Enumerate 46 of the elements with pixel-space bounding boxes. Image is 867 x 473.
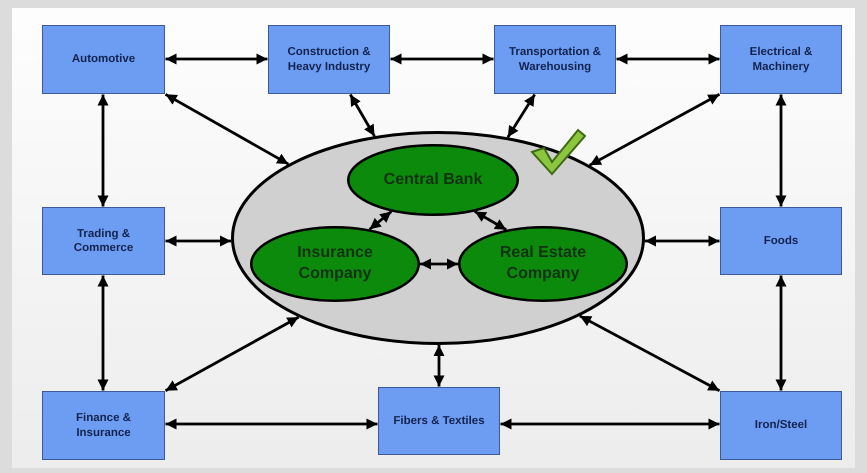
node-label: Insurance Company (296, 243, 374, 284)
node-label: Real Estate Company (498, 243, 588, 284)
node-label: Central Bank (384, 170, 482, 190)
double-arrow (390, 53, 494, 65)
double-arrow (164, 316, 300, 392)
sector-box (720, 391, 842, 460)
sector-box (378, 387, 500, 455)
node-label: Electrical & Machinery (748, 45, 814, 74)
double-arrow (349, 94, 376, 137)
node-label: Foods (764, 234, 798, 248)
double-arrow (433, 345, 445, 386)
double-arrow (589, 93, 720, 166)
node-label: Transportation & Warehousing (508, 45, 602, 74)
double-arrow (97, 276, 109, 390)
double-arrow (166, 53, 268, 65)
node-label: Fibers & Textiles (393, 414, 485, 428)
sector-box (42, 25, 165, 94)
sector-box (720, 25, 842, 94)
node-label: Automotive (72, 52, 136, 67)
sector-box (494, 25, 616, 94)
double-arrow (500, 418, 720, 430)
ellipse-node (250, 226, 420, 302)
ellipse-node (458, 226, 628, 302)
double-arrow (474, 210, 507, 231)
double-arrow (164, 93, 290, 166)
double-arrow (775, 94, 787, 206)
double-arrow (644, 235, 720, 247)
double-arrow (166, 418, 378, 430)
sector-box (42, 207, 165, 275)
double-arrow (579, 314, 720, 392)
node-label: Finance & Insurance (75, 411, 132, 440)
sector-box (268, 25, 390, 94)
sector-box (720, 207, 842, 275)
double-arrow (616, 53, 720, 65)
double-arrow (775, 276, 787, 390)
ellipse-group (231, 131, 645, 345)
double-arrow (97, 94, 109, 206)
sector-box (42, 391, 165, 460)
ellipse-node (347, 144, 519, 216)
node-label: Trading & Commerce (72, 226, 134, 256)
double-arrow (166, 235, 232, 247)
double-arrow (506, 94, 536, 138)
node-label: Construction & Heavy Industry (286, 45, 372, 74)
node-label: Iron/Steel (754, 418, 808, 433)
double-arrow (420, 258, 458, 270)
double-arrow (368, 210, 392, 230)
